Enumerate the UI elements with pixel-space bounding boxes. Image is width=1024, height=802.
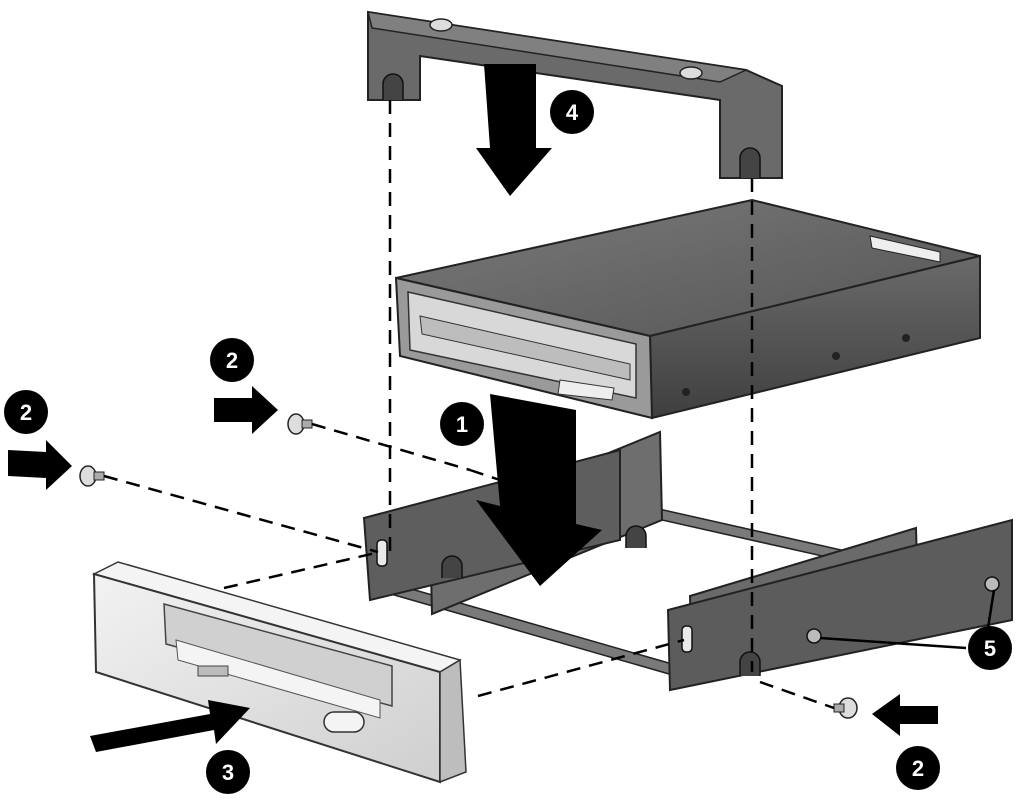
svg-text:5: 5: [984, 636, 996, 661]
svg-text:1: 1: [456, 412, 468, 437]
arrow-left-icon: [872, 694, 938, 736]
callout-2: 2: [210, 338, 254, 382]
screw: [287, 413, 313, 435]
svg-text:2: 2: [912, 756, 924, 781]
callout-2: 2: [896, 746, 940, 790]
screw: [79, 465, 105, 487]
front-bezel: [91, 561, 467, 784]
alignment-lines: [103, 100, 835, 710]
callout-3: 3: [206, 750, 250, 794]
arrow-right-icon: [214, 386, 278, 434]
leader-lines: [819, 589, 996, 650]
arrow-right-icon: [90, 700, 250, 752]
floppy-drive: [394, 198, 981, 420]
svg-text:3: 3: [222, 760, 234, 785]
arrow-down-icon: [476, 394, 602, 586]
svg-text:2: 2: [20, 400, 32, 425]
drive-cage: [362, 430, 1013, 692]
callout-2: 2: [4, 390, 48, 434]
top-bracket: [366, 10, 783, 179]
callout-1: 1: [440, 402, 484, 446]
svg-text:4: 4: [566, 100, 579, 125]
svg-text:2: 2: [226, 348, 238, 373]
callout-4: 4: [550, 90, 594, 134]
screw: [833, 697, 858, 719]
callout-5: 5: [968, 626, 1012, 670]
arrow-right-icon: [8, 440, 72, 490]
arrow-down-icon: [476, 64, 552, 196]
